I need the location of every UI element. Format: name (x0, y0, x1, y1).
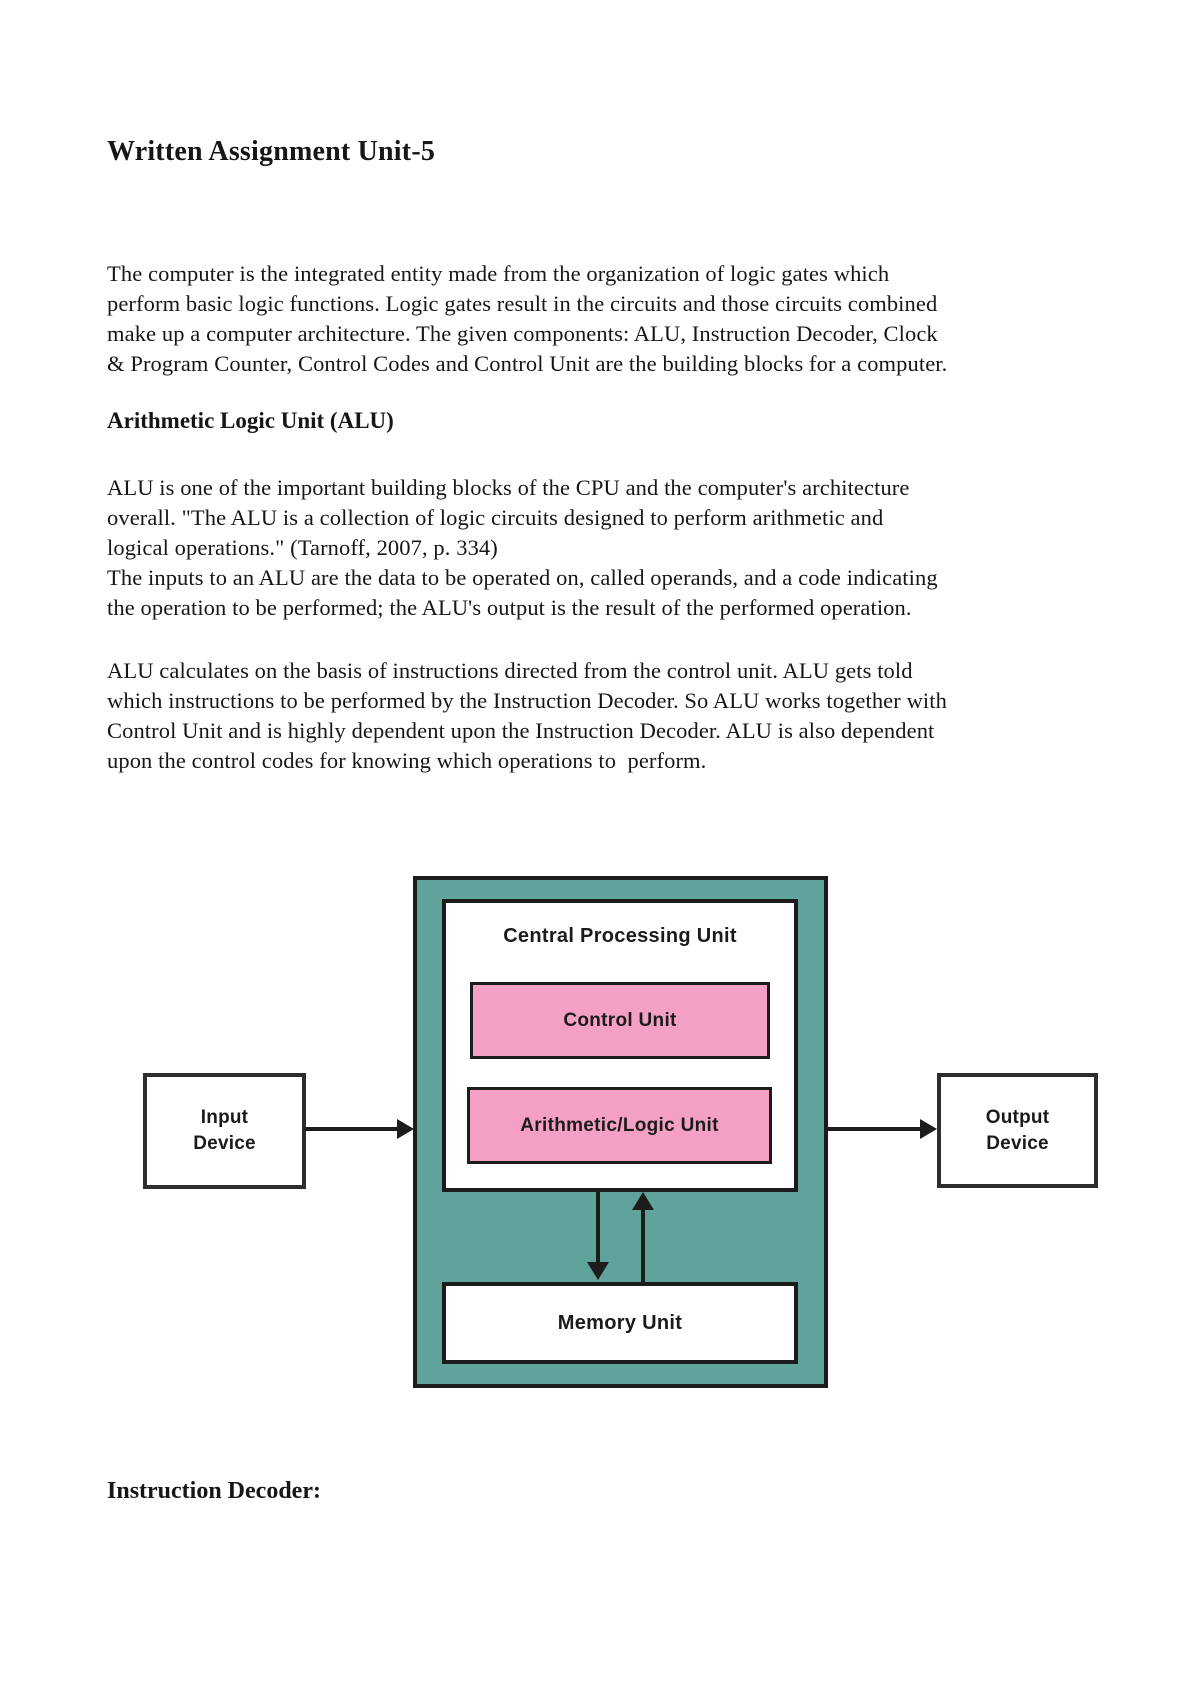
arrow-input-to-cpu-line (305, 1127, 401, 1131)
input-device-label-line1: Input (200, 1107, 249, 1128)
arrow-memory-to-cpu-head (632, 1192, 654, 1210)
arrow-cpu-to-memory-line (596, 1192, 600, 1264)
alu-label: Arithmetic/Logic Unit (520, 1114, 719, 1136)
document-title: Written Assignment Unit-5 (107, 136, 436, 167)
output-device-box: Output Device (937, 1073, 1098, 1188)
control-unit-box: Control Unit (470, 982, 770, 1059)
instruction-decoder-heading: Instruction Decoder: (107, 1478, 321, 1504)
paragraph-line: Control Unit and is highly dependent upo… (107, 718, 935, 743)
intro-paragraph: The computer is the integrated entity ma… (107, 259, 1117, 379)
paragraph-line: which instructions to be performed by th… (107, 688, 947, 713)
input-device-label-line2: Device (193, 1133, 256, 1154)
paragraph-line: The computer is the integrated entity ma… (107, 261, 890, 286)
arrow-cpu-to-output-line (828, 1127, 922, 1131)
arrow-cpu-to-memory-head (587, 1262, 609, 1280)
alu-paragraph-2: ALU calculates on the basis of instructi… (107, 656, 1117, 776)
paragraph-line: perform basic logic functions. Logic gat… (107, 291, 938, 316)
paragraph-line: The inputs to an ALU are the data to be … (107, 565, 938, 590)
paragraph-line: overall. "The ALU is a collection of log… (107, 505, 884, 530)
output-device-label-line2: Device (986, 1132, 1049, 1154)
paragraph-line: ALU is one of the important building blo… (107, 475, 910, 500)
control-unit-label: Control Unit (563, 1009, 677, 1031)
cpu-title: Central Processing Unit (503, 925, 737, 947)
paragraph-line: make up a computer architecture. The giv… (107, 321, 938, 346)
arithmetic-logic-unit-box: Arithmetic/Logic Unit (467, 1087, 772, 1164)
alu-section-heading: Arithmetic Logic Unit (ALU) (107, 408, 394, 433)
memory-unit-box: Memory Unit (442, 1282, 798, 1364)
output-device-label-line1: Output (985, 1106, 1050, 1128)
memory-unit-label: Memory Unit (557, 1311, 683, 1334)
alu-paragraph-1: ALU is one of the important building blo… (107, 473, 1117, 623)
paragraph-line: & Program Counter, Control Codes and Con… (107, 351, 948, 376)
paragraph-line: logical operations." (Tarnoff, 2007, p. … (107, 535, 498, 560)
paragraph-line: ALU calculates on the basis of instructi… (107, 658, 913, 683)
arrow-cpu-to-output-head (920, 1119, 937, 1139)
paragraph-line: upon the control codes for knowing which… (107, 748, 707, 773)
arrow-input-to-cpu-head (397, 1119, 414, 1139)
input-device-box: Input Device (143, 1073, 306, 1189)
paragraph-line: the operation to be performed; the ALU's… (107, 595, 912, 620)
arrow-memory-to-cpu-line (641, 1210, 645, 1282)
